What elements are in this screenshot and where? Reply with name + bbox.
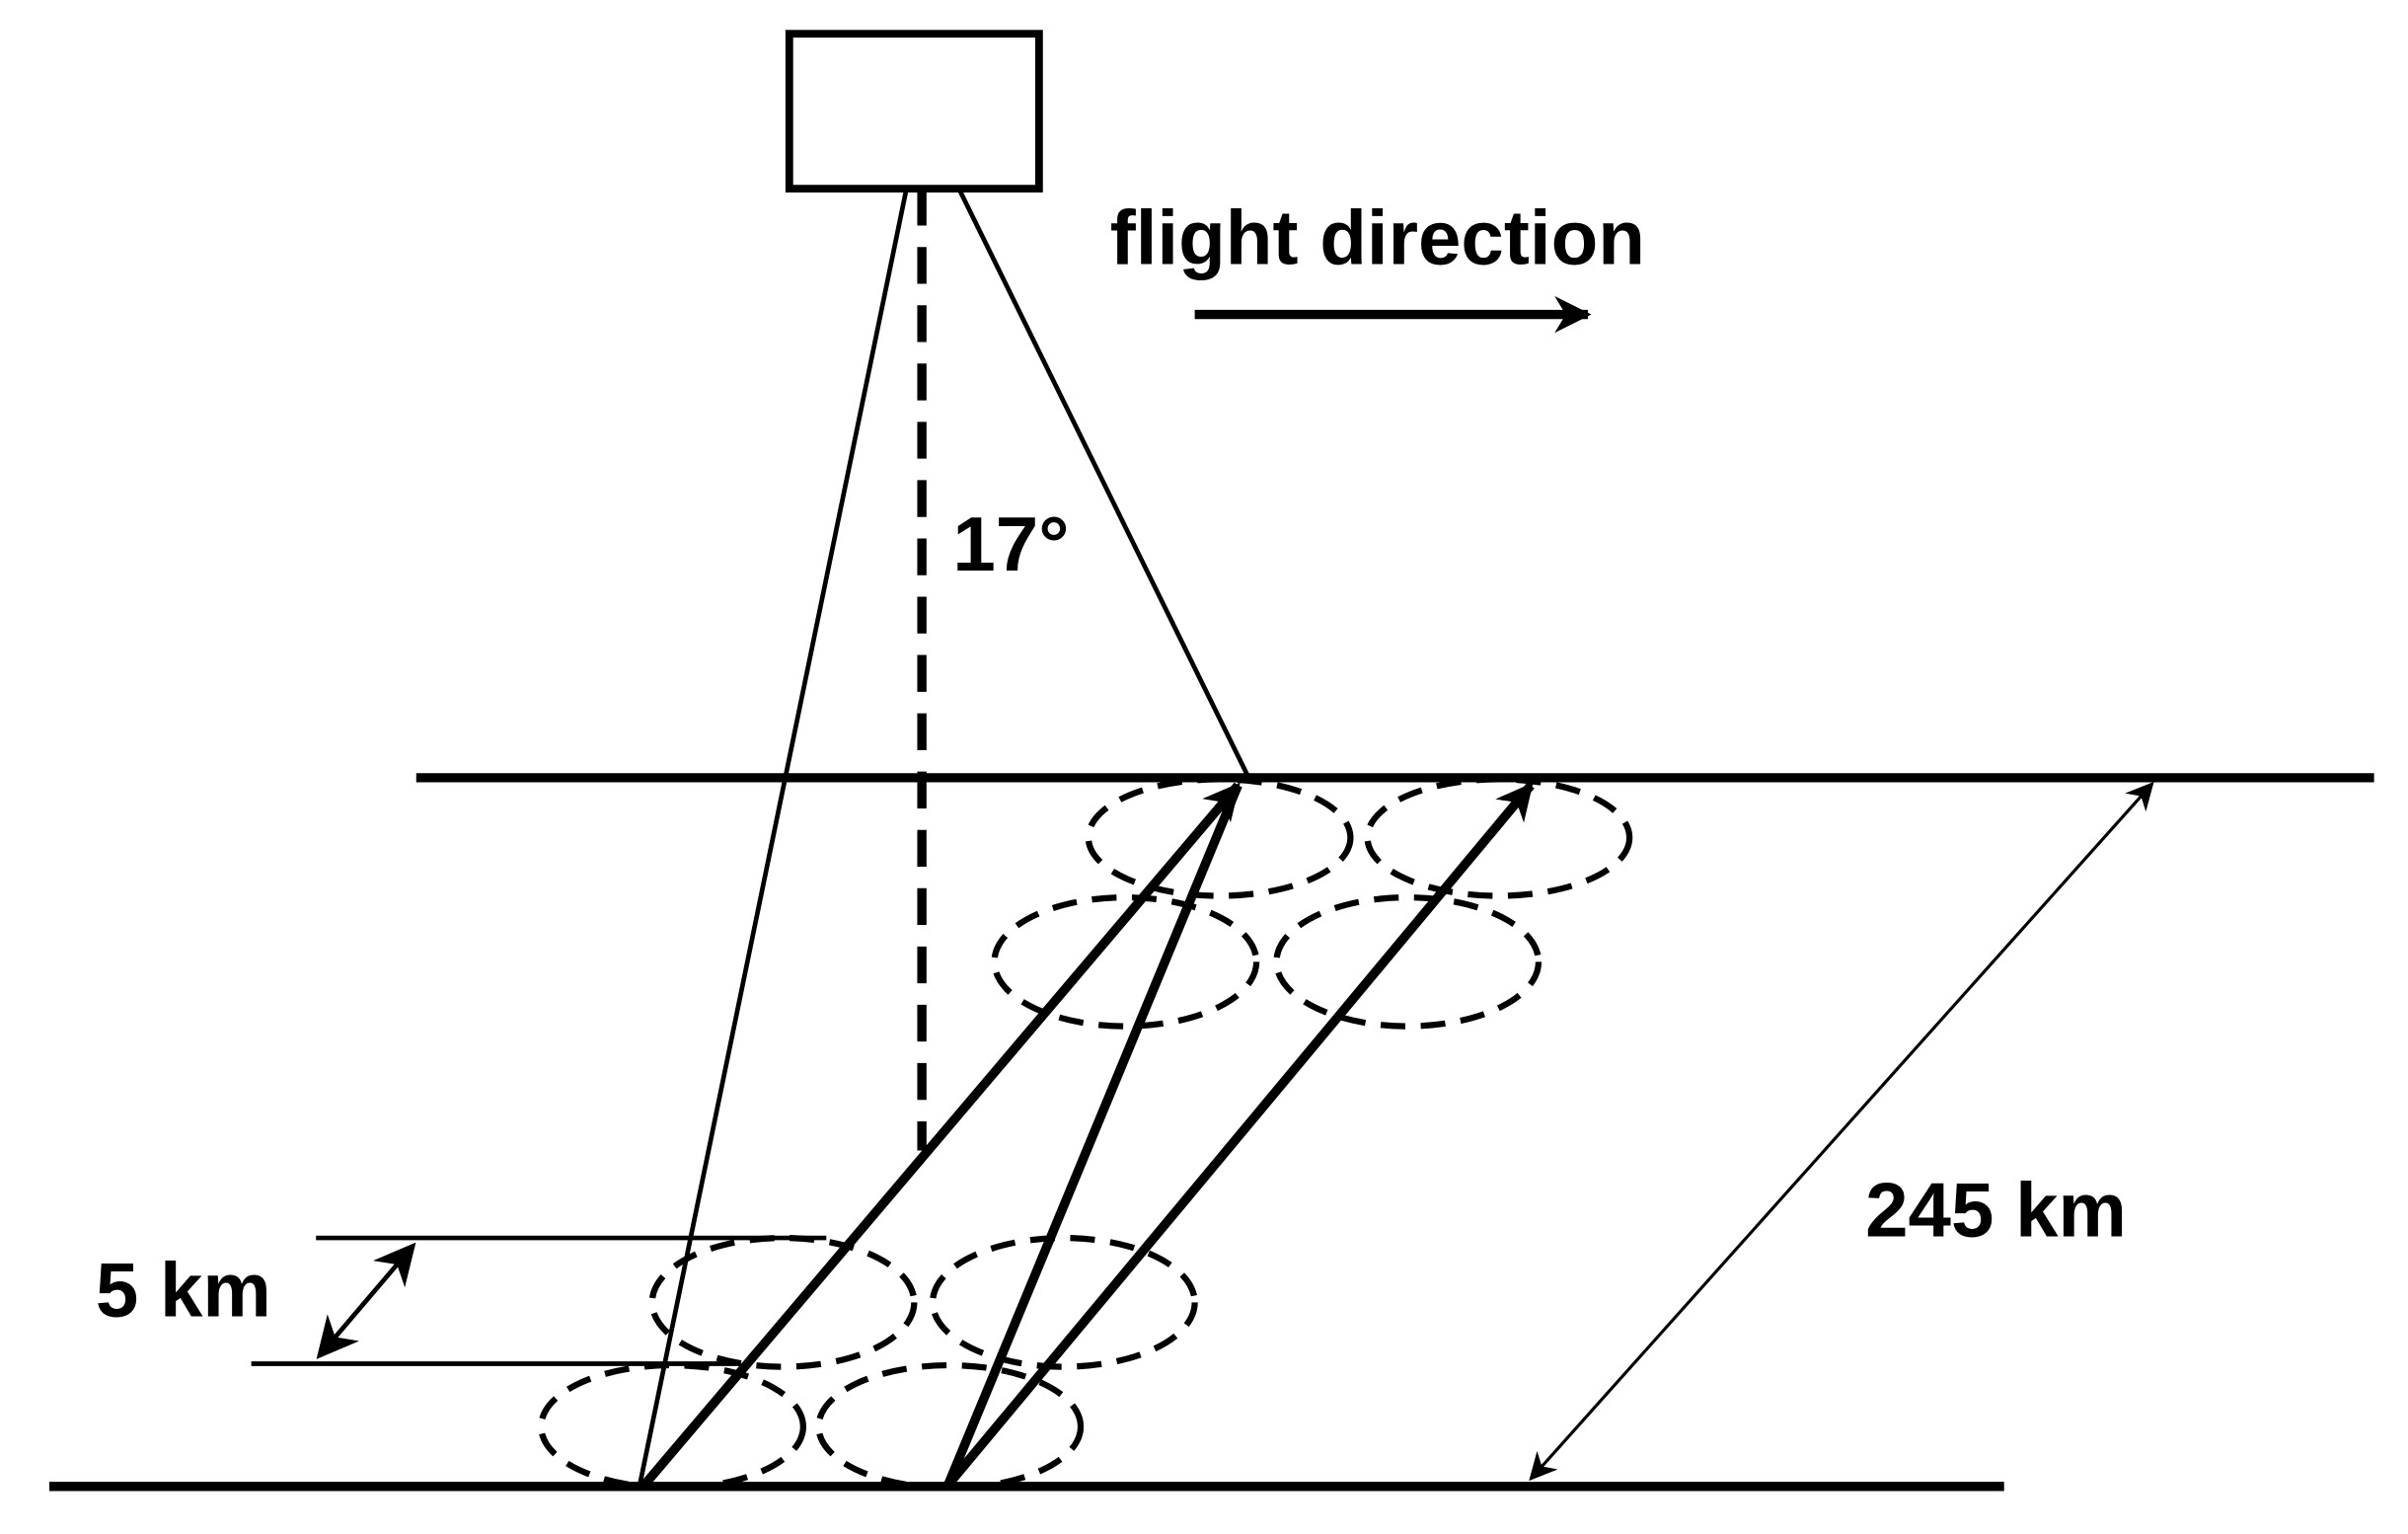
footprint-ellipse	[1364, 776, 1633, 899]
footprint-ellipse	[1273, 893, 1543, 1030]
footprint-ellipse	[815, 1361, 1085, 1492]
flight-direction-label: flight direction	[1110, 193, 1645, 280]
scan-return-line	[943, 783, 1242, 1488]
footprint-ellipse	[991, 893, 1260, 1030]
footprint-spacing-label: 5 km	[96, 1247, 271, 1334]
footprint-group	[538, 776, 1633, 1492]
swath-width-label: 245 km	[1865, 1167, 2127, 1254]
swath-width-arrow	[1529, 782, 2154, 1482]
scan-arrow	[944, 782, 1535, 1489]
footprint-ellipse	[1085, 776, 1354, 899]
scan-arrow	[640, 782, 1242, 1489]
fov-line-right	[956, 188, 1251, 779]
fov-line-left	[637, 188, 909, 1486]
satellite-instrument-box	[785, 30, 1043, 193]
angle-label: 17°	[952, 500, 1069, 587]
footprint-ellipse	[648, 1234, 918, 1370]
spacing-arrow	[316, 1242, 416, 1359]
footprint-ellipse	[538, 1361, 806, 1492]
